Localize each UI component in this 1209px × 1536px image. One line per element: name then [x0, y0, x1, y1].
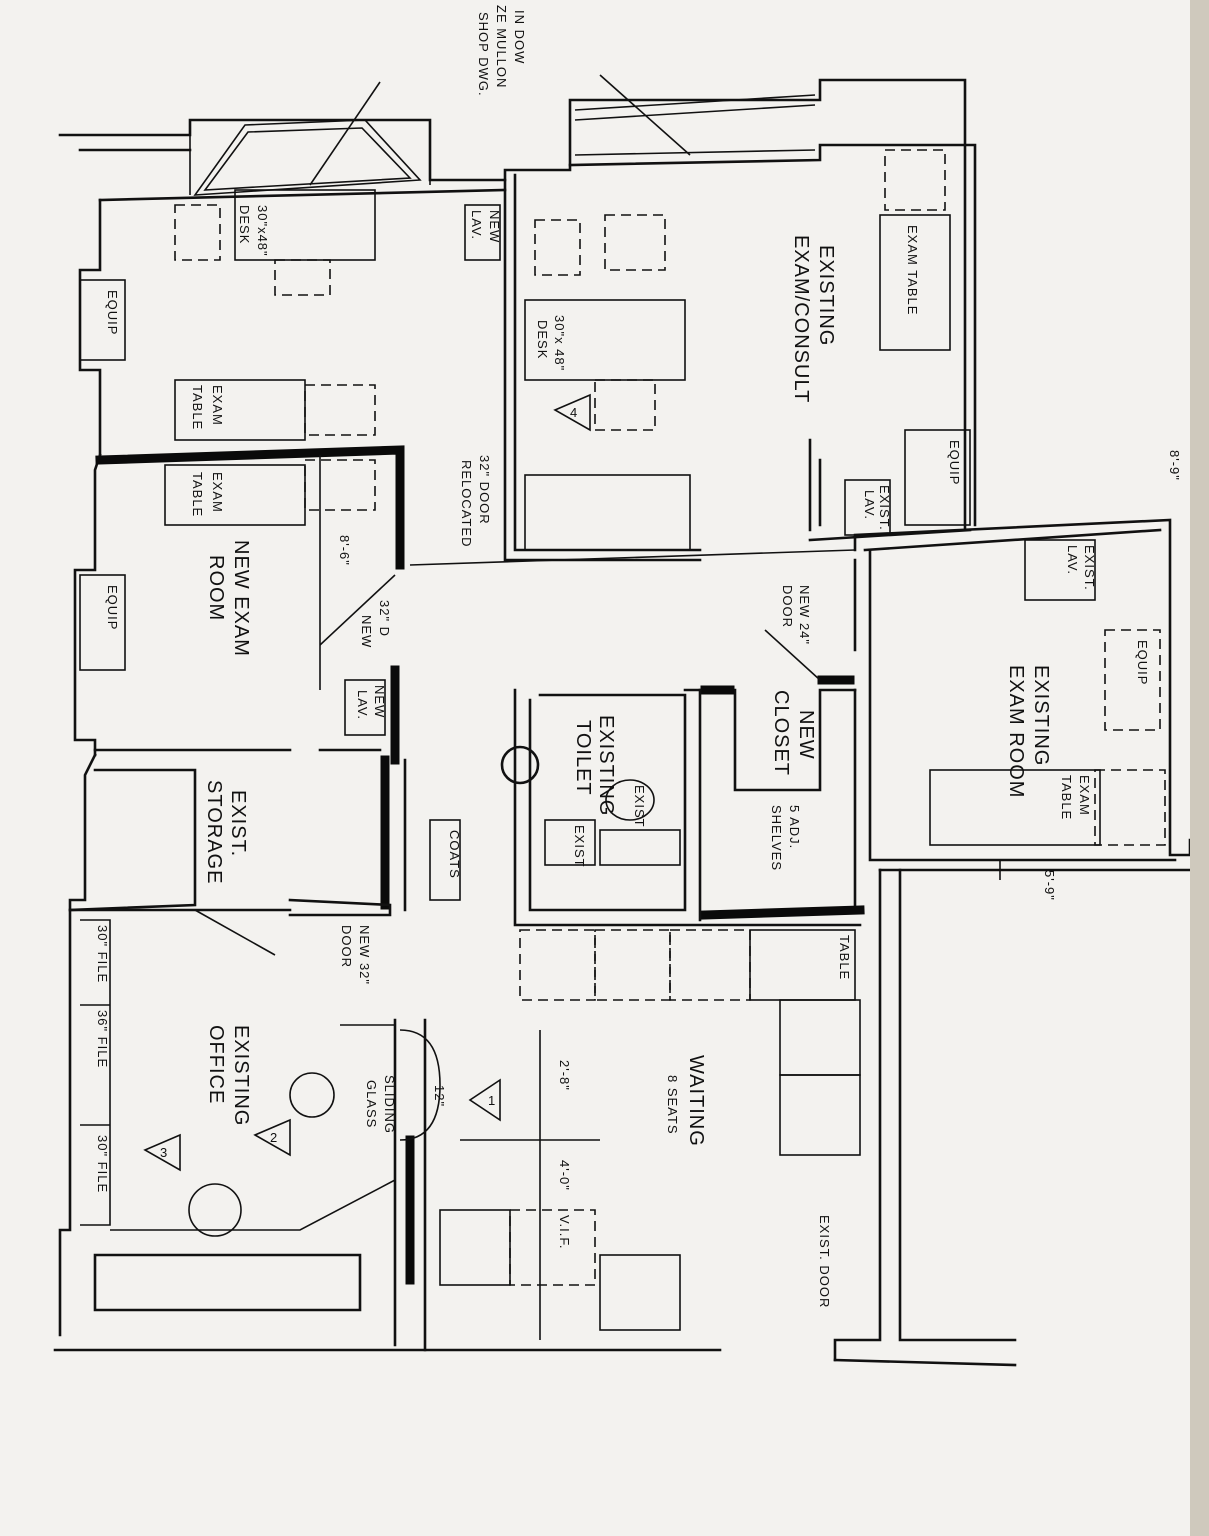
dimension-lines — [319, 455, 1001, 1340]
equip-label: EQUIP — [105, 290, 120, 335]
room-name-new-exam: NEW EXAM — [230, 540, 252, 657]
new-32-door-label: 32" D — [377, 600, 392, 637]
room-name-new-closet: NEW — [795, 710, 817, 760]
furniture — [79, 149, 1166, 1331]
room-name-office: OFFICE — [205, 1025, 227, 1104]
exam-table-label: EXAM — [210, 472, 225, 513]
room-name-storage: EXIST. — [227, 790, 249, 857]
desk-label-1: 30"x48" — [255, 205, 270, 257]
exist-fixture-label: EXIST — [572, 825, 587, 868]
room-name-waiting: WAITING — [685, 1055, 707, 1147]
exist-lav-label: LAV. — [862, 490, 877, 520]
exist-door-label: EXIST. DOOR — [817, 1215, 832, 1308]
room-name-toilet: EXISTING — [595, 715, 617, 816]
exist-fixture-label: EXIST — [632, 785, 647, 828]
keynote-1: 1 — [488, 1093, 496, 1108]
exam-table-label: EXAM TABLE — [905, 225, 920, 315]
waiting-seats-label: 8 SEATS — [665, 1075, 680, 1135]
room-name-existing-exam: EXISTING — [1030, 665, 1052, 766]
window-note-3: SHOP DWG. — [476, 12, 491, 97]
new-lav-label: NEW — [487, 210, 502, 243]
exam-table-label: TABLE — [1059, 775, 1074, 820]
background-surface — [1190, 0, 1209, 1536]
new-lav-label: LAV. — [355, 690, 370, 720]
shelves-label: 5 ADJ. — [787, 805, 802, 849]
room-name-consult: EXISTING — [815, 245, 837, 346]
file-label: 36" FILE — [95, 1010, 110, 1068]
new-32-door-label: NEW 32" — [357, 925, 372, 985]
room-name-toilet: TOILET — [572, 720, 594, 796]
door-relocated-label: RELOCATED — [459, 460, 474, 548]
room-name-existing-exam: EXAM ROOM — [1005, 665, 1027, 798]
equip-label: EQUIP — [1135, 640, 1150, 685]
exist-lav-label: EXIST. — [1082, 545, 1097, 591]
dimension-8-6: 8'-6" — [337, 535, 352, 566]
door-swings — [194, 574, 821, 956]
table-label: TABLE — [837, 935, 852, 980]
desk-label-2: DESK — [237, 205, 252, 244]
labels: IN DOW ZE MULLON SHOP DWG. 30"x48" DESK … — [95, 5, 1182, 1308]
exam-table-label: EXAM — [1077, 775, 1092, 816]
file-label: 30" FILE — [95, 925, 110, 983]
room-name-new-exam: ROOM — [205, 555, 227, 621]
dimension-4-0: 4'-0" — [557, 1160, 572, 1191]
room-name-office: EXISTING — [230, 1025, 252, 1126]
dimension-5-9: 5'-9" — [1042, 870, 1057, 901]
keynote-2: 2 — [270, 1130, 278, 1145]
dimension-12: 12" — [432, 1085, 447, 1107]
equip-label: EQUIP — [105, 585, 120, 630]
file-label: 30" FILE — [95, 1135, 110, 1193]
window-note-1: IN DOW — [512, 10, 527, 64]
desk-label-consult: DESK — [535, 320, 550, 359]
desk-label-consult: 30"x 48" — [552, 315, 567, 371]
window-note-2: ZE MULLON — [494, 5, 509, 88]
exam-table-label: TABLE — [190, 385, 205, 430]
new-32-door-label: NEW — [359, 615, 374, 648]
room-name-storage: STORAGE — [203, 780, 225, 884]
exist-lav-label: LAV. — [1065, 545, 1080, 575]
new-32-door-label: DOOR — [339, 925, 354, 968]
dimension-2-8: 2'-8" — [557, 1060, 572, 1091]
dimension-edge: 8'-9" — [1167, 450, 1182, 481]
exist-lav-label: EXIST. — [877, 485, 892, 531]
keynote-3: 3 — [160, 1145, 168, 1160]
new-lav-label: LAV. — [469, 210, 484, 240]
new-lav-label: NEW — [372, 685, 387, 718]
new-24-door-label: NEW 24" — [797, 585, 812, 645]
room-name-consult: EXAM/CONSULT — [790, 235, 812, 403]
exam-table-label: EXAM — [210, 385, 225, 426]
sliding-glass-label: SLIDING — [382, 1075, 397, 1134]
equip-label: EQUIP — [947, 440, 962, 485]
new-24-door-label: DOOR — [780, 585, 795, 628]
keynote-4: 4 — [570, 405, 578, 420]
coats-label: COATS — [447, 830, 462, 879]
vif-label: V.I.F. — [557, 1215, 572, 1249]
door-relocated-label: 32" DOOR — [477, 455, 492, 525]
window-units — [189, 74, 816, 196]
room-name-new-closet: CLOSET — [770, 690, 792, 776]
shelves-label: SHELVES — [769, 805, 784, 871]
exam-table-label: TABLE — [190, 472, 205, 517]
sliding-glass-label: GLASS — [364, 1080, 379, 1128]
keynotes: 1 2 3 4 — [143, 393, 591, 1172]
